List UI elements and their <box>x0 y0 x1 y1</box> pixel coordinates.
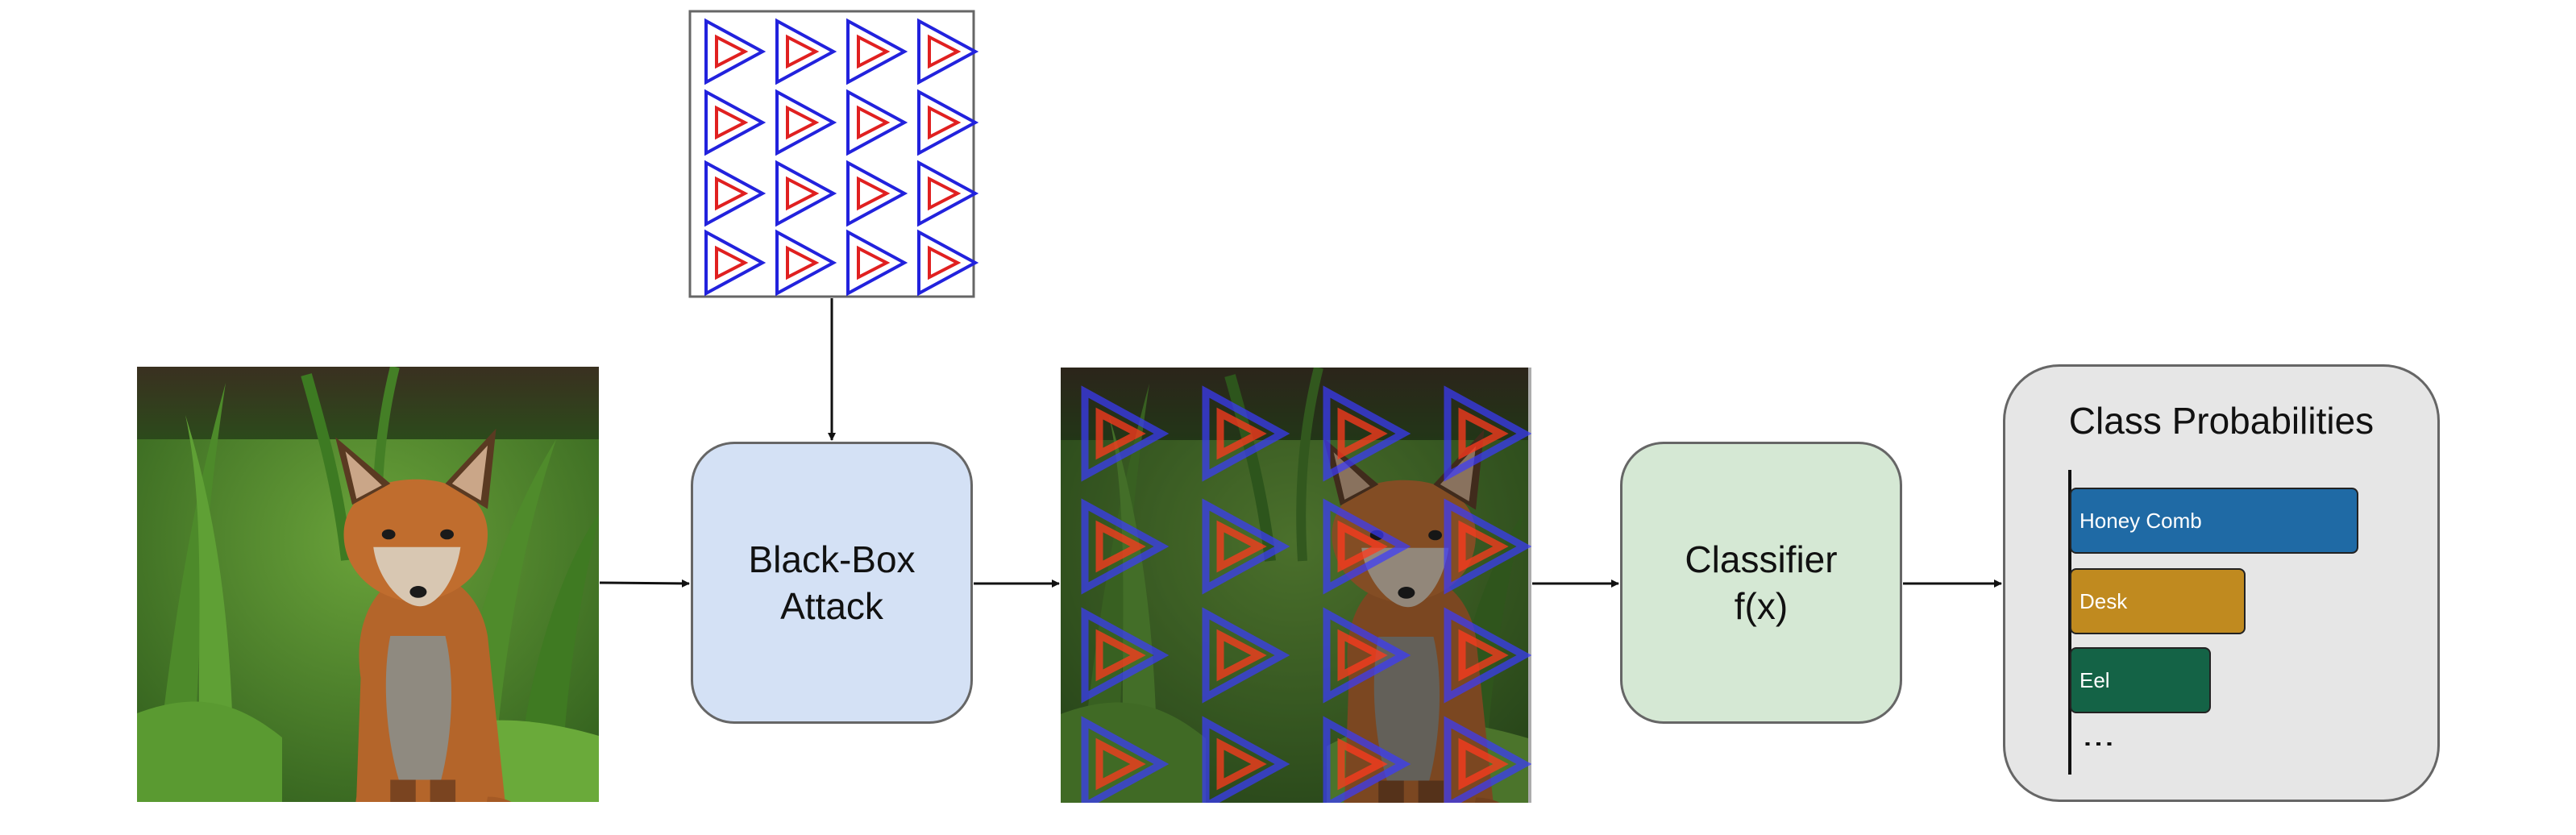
patch-image <box>688 10 977 298</box>
probability-bar-desk: Desk <box>2070 568 2246 634</box>
probabilities-title: Class Probabilities <box>2068 400 2374 442</box>
probabilities-ellipsis: ⋮ <box>2081 728 2117 760</box>
edge-input-to-attack <box>599 579 690 588</box>
input-image-fox <box>137 367 605 802</box>
probability-bar-label: Eel <box>2079 667 2110 692</box>
probability-bar-label: Honey Comb <box>2079 508 2202 533</box>
attack-label-line2: Attack <box>780 585 883 627</box>
attack-label-line1: Black-Box <box>748 538 916 580</box>
probability-bar-label: Desk <box>2079 588 2128 613</box>
probability-bar-honey-comb: Honey Comb <box>2070 488 2358 554</box>
class-probabilities-node: Class Probabilities Honey Comb Desk Eel … <box>2003 364 2440 802</box>
classifier-label-line2: f(x) <box>1734 585 1789 627</box>
probability-bar-eel: Eel <box>2070 647 2211 713</box>
classifier-node: Classifier f(x) <box>1620 442 1902 724</box>
adversarial-image <box>1061 368 1531 803</box>
attack-node: Black-Box Attack <box>691 442 973 724</box>
classifier-label-line1: Classifier <box>1685 538 1838 580</box>
